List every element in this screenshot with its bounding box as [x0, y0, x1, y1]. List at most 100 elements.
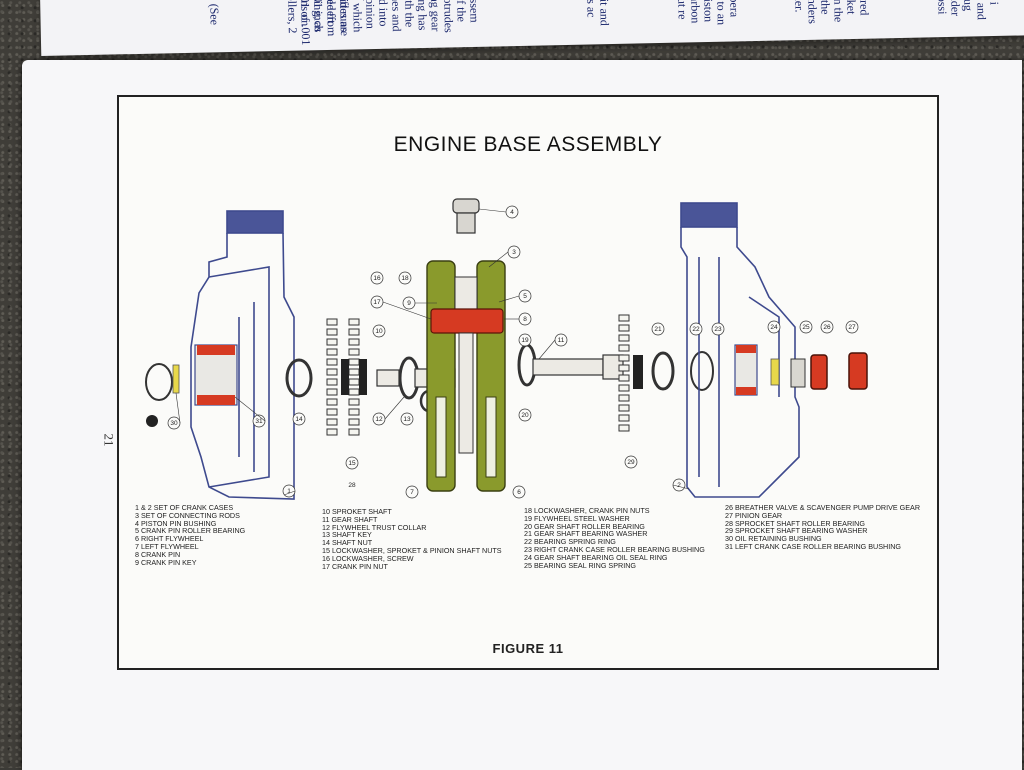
- facing-text-line: gether.: [792, 0, 807, 40]
- callout-19: 19: [521, 337, 529, 344]
- legend-item: 25 BEARING SEAL RING SPRING: [524, 560, 636, 570]
- legend-item: 24 GEAR SHAFT BEARING OIL SEAL RING: [524, 552, 668, 562]
- legend-item: 21 GEAR SHAFT BEARING WASHER: [524, 529, 648, 539]
- facing-text-line: head i: [987, 0, 1002, 36]
- gear-shaft: [517, 343, 624, 387]
- facing-text-line: ced to an: [713, 0, 729, 26]
- legend-item: 16 LOCKWASHER, SCREW: [322, 553, 414, 563]
- facing-text-line: bracket: [844, 0, 859, 39]
- legend-item: 5 CRANK PIN ROLLER BEARING: [135, 526, 246, 536]
- roller-bearing-columns-right: [618, 314, 630, 432]
- facing-text-line: f of the: [453, 0, 469, 22]
- facing-text-line: d pinion: [362, 0, 378, 29]
- figure-frame: ENGINE BASE ASSEMBLY: [117, 95, 939, 670]
- legend-item: 10 SPROKET SHAFT: [322, 507, 392, 516]
- facing-text-line: 001 inch: [310, 0, 326, 32]
- legend-item: 4 PISTON PIN BUSHING: [135, 518, 217, 528]
- facing-text-line: cylinders: [804, 0, 820, 24]
- facing-text-line: 001 of .001: [297, 0, 314, 46]
- facing-text-line: able from: [323, 0, 339, 37]
- callout-30: 30: [170, 420, 178, 427]
- sprocket-bearing-cages: [341, 359, 367, 395]
- facing-text-line: e. (See: [207, 0, 222, 26]
- legend-item: 30 OIL RETAINING BUSHING: [725, 534, 822, 544]
- legend-item: 19 FLYWHEEL STEEL WASHER: [524, 513, 630, 523]
- facing-text-line: with the: [401, 0, 417, 28]
- right-crank-case: [680, 202, 800, 498]
- left-crank-case: [190, 210, 295, 500]
- callout-11: 11: [558, 337, 565, 344]
- facing-text-line: ssides are: [336, 0, 352, 37]
- legend-item: 20 GEAR SHAFT ROLLER BEARING: [524, 521, 645, 531]
- bearing-spring-ring: [690, 351, 714, 391]
- facing-text-line: s, fit and: [596, 0, 612, 26]
- gear-shaft-bearing-washer: [651, 351, 675, 391]
- oil-retaining-bushing: [172, 364, 180, 394]
- callout-16: 16: [373, 275, 381, 282]
- legend-item: 9 CRANK PIN KEY: [135, 557, 197, 567]
- facing-text-line: impossi: [935, 0, 950, 37]
- callout-31: 31: [255, 418, 263, 425]
- facing-text-line: nsert and: [974, 0, 989, 36]
- legend-item: 18 LOCKWASHER, CRANK PIN NUTS: [524, 506, 650, 515]
- callout-23: 23: [714, 326, 722, 333]
- callout-27: 27: [848, 324, 856, 331]
- callout-26: 26: [823, 324, 831, 331]
- gear-shaft-bearing-cage: [633, 355, 643, 389]
- facing-text-column: securedbracketween thehen thecylindersge…: [792, 0, 872, 40]
- legend-item: 27 PINION GEAR: [725, 510, 783, 520]
- facing-text-column: head insert andrk plugcylinderimpossi: [935, 0, 1002, 37]
- callout-5: 5: [523, 293, 527, 300]
- legend-column-3: 18 LOCKWASHER, CRANK PIN NUTS 19 FLYWHEE…: [524, 507, 705, 569]
- callout-28: 28: [348, 482, 356, 489]
- callout-21: 21: [654, 326, 662, 333]
- left-case-bearing-red-bottom: [197, 395, 235, 405]
- facing-text-line: cylinder: [948, 0, 963, 37]
- thrust-washer-left: [285, 358, 313, 398]
- callout-29: 29: [627, 459, 635, 466]
- facing-text-line: sed into: [375, 0, 391, 27]
- piston-pin-bushing: [452, 198, 480, 234]
- facing-text-line: g opera: [727, 0, 742, 42]
- legend-item: 14 SHAFT NUT: [322, 538, 373, 548]
- callout-9: 9: [407, 300, 411, 307]
- facing-text-line: lines and: [388, 0, 404, 32]
- page-number: 21: [101, 433, 117, 447]
- callout-8: 8: [523, 316, 527, 323]
- legend-item: 11 GEAR SHAFT: [322, 514, 378, 524]
- facing-text-line: rk plug: [961, 0, 976, 37]
- facing-text-line: sing gear: [427, 0, 443, 32]
- callout-10: 10: [375, 328, 383, 335]
- facing-text-line: a carbon: [687, 0, 703, 24]
- callout-20: 20: [521, 412, 529, 419]
- legend-item: 8 CRANK PIN: [135, 549, 181, 559]
- facing-text-line: secured: [857, 0, 872, 39]
- key-washer-icon: [146, 415, 158, 427]
- facing-text-line: s, piston: [700, 0, 716, 23]
- legend-item: 6 RIGHT FLYWHEEL: [135, 534, 204, 544]
- leader-lines: [175, 208, 690, 496]
- left-case-bearing-red-top: [197, 345, 235, 355]
- oil-seal-ring: [770, 358, 780, 386]
- callout-15: 15: [348, 460, 356, 467]
- facing-text-line: protrudes: [440, 0, 456, 33]
- legend-column-2: 10 SPROKET SHAFT 11 GEAR SHAFT 12 FLYWHE…: [322, 508, 502, 570]
- legend-item: 15 LOCKWASHER, SPROKET & PINION SHAFT NU…: [322, 545, 502, 555]
- roller-bearing-columns-left: [326, 318, 360, 436]
- legend-item: 22 BEARING SPRING RING: [524, 537, 616, 547]
- facing-text-line: thout re: [674, 0, 690, 20]
- facing-text-line: ween the: [830, 0, 846, 23]
- seal-ring-spring: [790, 358, 806, 388]
- facing-text-line: l assem: [466, 0, 482, 23]
- facing-text-line: ising has: [414, 0, 430, 31]
- callout-18: 18: [401, 275, 409, 282]
- callout-25: 25: [802, 324, 810, 331]
- legend-item: 17 CRANK PIN NUT: [322, 561, 388, 571]
- facing-text-line: lves ac: [583, 0, 599, 18]
- legend-item: 23 RIGHT CRANK CASE ROLLER BEARING BUSHI…: [524, 544, 705, 554]
- exploded-diagram: 1 2 3 4 5 6 7 8 9 10 11 12 13 14 15 16 1…: [145, 198, 868, 500]
- facing-text-line: gs which: [349, 0, 365, 33]
- callout-1: 1: [287, 488, 291, 495]
- legend-item: 13 SHAFT KEY: [322, 530, 372, 540]
